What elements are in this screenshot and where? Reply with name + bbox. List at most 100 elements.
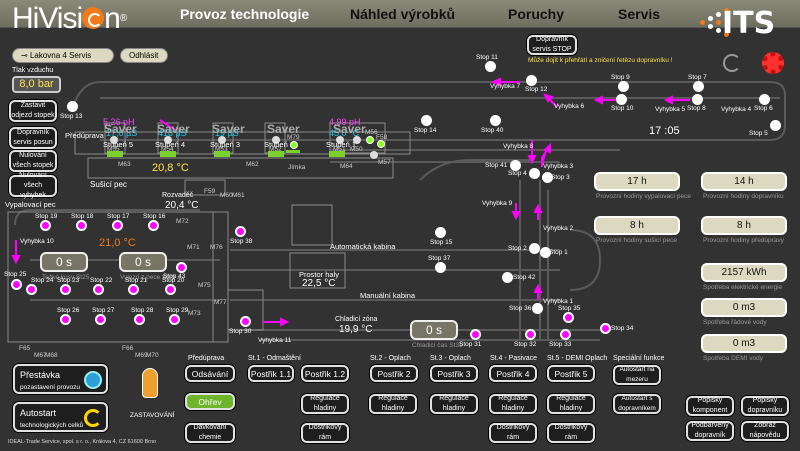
stop-marker-19[interactable] — [40, 220, 51, 231]
stop-marker-29[interactable] — [169, 314, 180, 325]
stop-marker-9[interactable] — [618, 81, 629, 92]
stop-marker-34[interactable] — [600, 323, 611, 334]
stop-marker-8[interactable] — [692, 94, 703, 105]
stop-marker-36[interactable] — [532, 303, 543, 314]
level-control-3-button[interactable]: Regulace hladiny — [430, 394, 478, 414]
stop-marker-20[interactable] — [165, 284, 176, 295]
stop-hand-icon[interactable] — [142, 368, 158, 398]
tab-servis[interactable]: Servis — [618, 6, 661, 22]
heating-button[interactable]: Ohřev — [185, 393, 235, 410]
stop-marker-2[interactable] — [529, 243, 540, 254]
pause-button[interactable]: Přestávka pozastavení provozu — [13, 364, 108, 394]
switch-label-5[interactable]: Vyhybka 5 — [655, 106, 686, 113]
motor-m79[interactable] — [290, 141, 298, 149]
level-control-5-button[interactable]: Regulace hladiny — [547, 394, 595, 414]
stop-marker-26[interactable] — [60, 314, 71, 325]
stop-marker-3[interactable] — [542, 172, 553, 183]
stop-marker-16[interactable] — [148, 220, 159, 231]
stop-marker-10[interactable] — [616, 94, 627, 105]
switch-label-8[interactable]: Vyhybka 8 — [503, 143, 534, 150]
switch-label-9[interactable]: Vyhybka 9 — [482, 200, 513, 207]
switch-label-6[interactable]: Vyhybka 6 — [554, 103, 585, 110]
show-help-button[interactable]: Zobraz nápovědu — [741, 421, 789, 441]
switch-label-11[interactable]: Vyhybka 11 — [258, 337, 292, 344]
conveyor-service-stop-button[interactable]: Dopravník servis STOP — [527, 35, 577, 55]
swirl-icon[interactable] — [723, 54, 741, 72]
stop-marker-17[interactable] — [112, 220, 123, 231]
stop-marker-40[interactable] — [490, 115, 501, 126]
reset-all-stops-button[interactable]: Nulování všech stopek — [9, 150, 57, 172]
stop-marker-6[interactable] — [759, 94, 770, 105]
autostart-conveyor-button[interactable]: Autostart s dopravníkem — [613, 394, 661, 414]
level-control-2-button[interactable]: Regulace hladiny — [369, 394, 417, 414]
stop-marker-22[interactable] — [93, 284, 104, 295]
stop-marker-37[interactable] — [435, 262, 446, 273]
motor-f58[interactable] — [377, 140, 385, 148]
motor-m54[interactable] — [164, 136, 172, 144]
stop-marker-1[interactable] — [540, 247, 551, 258]
stop-marker-28[interactable] — [134, 314, 145, 325]
motor-m50[interactable] — [353, 136, 361, 144]
logout-button[interactable]: Odhlásit — [120, 48, 168, 63]
motor-m56[interactable] — [366, 136, 374, 144]
user-session[interactable]: ⊸ Lakovna 4 Servis >4< — [12, 48, 114, 74]
stop-departures-button[interactable]: Zastavit odjezd stopek — [9, 100, 57, 122]
spray-1-1-button[interactable]: Postřik 1.1 — [248, 365, 294, 382]
spray-frame-5-button[interactable]: Dostřikový rám — [547, 423, 595, 443]
spray-3-button[interactable]: Postřik 3 — [430, 365, 478, 382]
tab-nahled-vyrobku[interactable]: Náhled výrobků — [350, 6, 456, 22]
switch-label-1[interactable]: Vyhybka 1 — [543, 298, 574, 305]
stop-marker-5[interactable] — [770, 120, 781, 131]
stop-marker-24[interactable] — [26, 284, 37, 295]
conveyor-labels-button[interactable]: Popisky dopravníku — [741, 396, 789, 416]
level-control-1-button[interactable]: Regulace hladiny — [301, 394, 349, 414]
stop-marker-11[interactable] — [485, 61, 496, 72]
stop-marker-13[interactable] — [67, 101, 78, 112]
switch-label-10[interactable]: Vyhybka 10 — [20, 238, 54, 245]
suction-button[interactable]: Odsávání — [185, 365, 235, 382]
spray-frame-1-button[interactable]: Dostřikový rám — [301, 423, 349, 443]
autostart-button[interactable]: Autostart technologických celků — [13, 402, 108, 432]
stop-marker-42[interactable] — [502, 272, 513, 283]
stop-marker-23[interactable] — [60, 284, 71, 295]
motor-m55[interactable] — [110, 136, 118, 144]
stop-marker-14[interactable] — [421, 115, 432, 126]
stop-marker-33[interactable] — [560, 329, 571, 340]
stop-marker-38[interactable] — [235, 226, 246, 237]
motor-m57[interactable] — [370, 151, 378, 159]
stop-marker-21[interactable] — [128, 284, 139, 295]
stop-marker-43[interactable] — [176, 262, 187, 273]
stop-marker-12[interactable] — [526, 75, 537, 86]
conveyor-service-move-button[interactable]: Dopravník servis posun — [9, 127, 57, 149]
spray-1-2-button[interactable]: Postřik 1.2 — [301, 365, 349, 382]
switch-label-7[interactable]: Vyhybka 7 — [490, 83, 521, 90]
tab-provoz-technologie[interactable]: Provoz technologie — [180, 6, 310, 22]
level-control-4-button[interactable]: Regulace hladiny — [489, 394, 537, 414]
colored-conveyor-button[interactable]: Podbarvený dopravník — [686, 421, 734, 441]
switch-label-4[interactable]: Vyhybka 4 — [721, 106, 752, 113]
stop-marker-32[interactable] — [525, 329, 536, 340]
reset-all-switches-button[interactable]: Nulování všech vyhybek — [9, 172, 57, 199]
stop-marker-35[interactable] — [563, 312, 574, 323]
stop-marker-41[interactable] — [510, 160, 521, 171]
spray-5-button[interactable]: Postřik 5 — [547, 365, 595, 382]
spray-4-button[interactable]: Postřik 4 — [489, 365, 537, 382]
autostart-gap-button[interactable]: Autostart na mezeru — [613, 365, 661, 385]
spray-frame-4-button[interactable]: Dostřikový rám — [489, 423, 537, 443]
component-labels-button[interactable]: Popisky komponent — [686, 396, 734, 416]
motor-m52[interactable] — [272, 136, 280, 144]
switch-label-2[interactable]: Vyhybka 2 — [543, 225, 574, 232]
tab-poruchy[interactable]: Poruchy — [508, 6, 565, 22]
stop-marker-18[interactable] — [76, 220, 87, 231]
motor-m53[interactable] — [218, 136, 226, 144]
stop-marker-15[interactable] — [435, 227, 446, 238]
stop-marker-27[interactable] — [95, 314, 106, 325]
switch-label-3[interactable]: Vyhybka 3 — [543, 163, 574, 170]
motor-m51[interactable] — [336, 136, 344, 144]
stop-marker-30[interactable] — [240, 316, 251, 327]
stop-marker-4[interactable] — [529, 168, 540, 179]
stop-marker-7[interactable] — [693, 81, 704, 92]
settings-gear-wrench-icon[interactable] — [762, 52, 784, 74]
stop-marker-25[interactable] — [11, 279, 22, 290]
spray-2-button[interactable]: Postřik 2 — [370, 365, 418, 382]
